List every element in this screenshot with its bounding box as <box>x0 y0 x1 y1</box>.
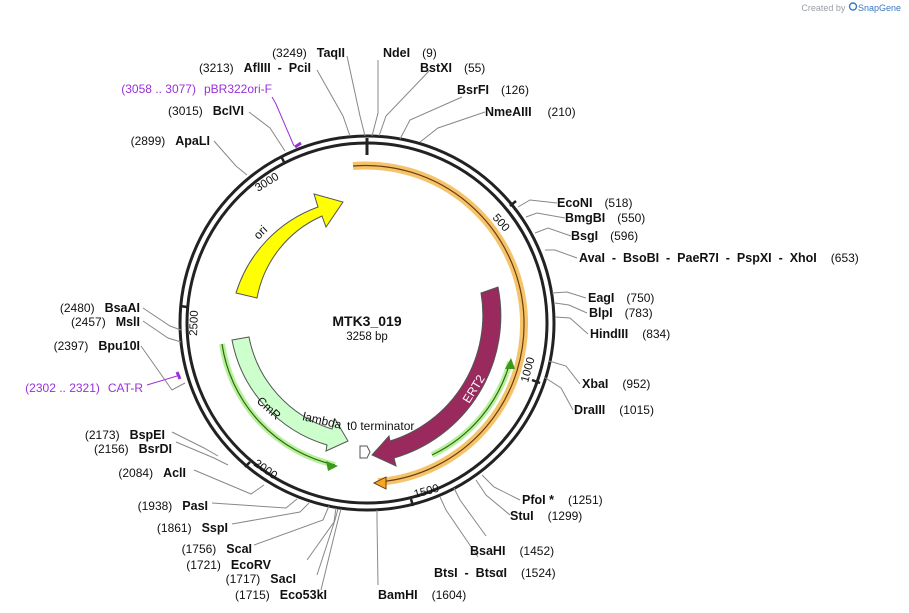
green-left-arrowhead <box>326 461 338 471</box>
plasmid-name: MTK3_019 <box>332 313 401 329</box>
green-line-left <box>221 343 336 466</box>
enzyme-pasi[interactable]: (1938)PasI <box>138 499 208 513</box>
enzyme-bsahi[interactable]: BsaHI(1452) <box>470 544 554 558</box>
primer-leader-cat-r <box>146 375 178 386</box>
enzyme-bstxi[interactable]: BstXI(55) <box>420 61 485 75</box>
enzyme-pfoi[interactable]: PfoI *(1251) <box>522 493 603 507</box>
enzyme-bamhi[interactable]: BamHI(1604) <box>378 588 466 602</box>
enzyme-ndei[interactable]: NdeI(9) <box>383 46 437 60</box>
enzyme-stui[interactable]: StuI(1299) <box>510 509 582 523</box>
tick-marks <box>179 155 541 507</box>
enzyme-draiii[interactable]: DraIII(1015) <box>574 403 654 417</box>
primer-mark-cat-r <box>175 371 182 380</box>
primer-mark-pbr322ori-f <box>294 141 302 149</box>
enzyme-ecorv[interactable]: (1721)EcoRV <box>186 558 271 572</box>
tick-label-2500: 2500 <box>188 310 201 336</box>
credit-brand: SnapGene <box>857 3 901 13</box>
enzyme-bsaai[interactable]: (2480)BsaAI <box>60 301 140 315</box>
snapgene-logo: SnapGene <box>848 2 901 13</box>
ori-label: ori <box>251 223 270 243</box>
orange-feature-line <box>352 164 525 483</box>
enzyme-xhoi-group[interactable]: AvaI - BsoBI - PaeR7I - PspXI - XhoI(653… <box>579 251 859 265</box>
enzyme-acli[interactable]: (2084)AclI <box>118 466 186 480</box>
primer-pbr322ori-f[interactable]: (3058 .. 3077)pBR322ori-F <box>121 82 272 96</box>
green-right-arrowhead <box>505 358 515 369</box>
enzyme-eco53ki[interactable]: (1715)Eco53kI <box>235 588 327 602</box>
enzyme-msli[interactable]: (2457)MslI <box>71 315 140 329</box>
enzyme-blpi[interactable]: BlpI(783) <box>589 306 653 320</box>
primer-cat-r[interactable]: (2302 .. 2321)CAT-R <box>25 381 143 395</box>
enzyme-bpu10i[interactable]: (2397)Bpu10I <box>54 339 140 353</box>
enzyme-saci[interactable]: (1717)SacI <box>226 572 296 586</box>
enzyme-bclvi[interactable]: (3015)BclVI <box>168 104 244 118</box>
credit-prefix: Created by <box>801 3 846 13</box>
primer-leader-pbr322ori-f <box>271 96 295 147</box>
enzyme-bsrdi[interactable]: (2156)BsrDI <box>94 442 172 456</box>
enzyme-bsgi[interactable]: BsgI(596) <box>571 229 638 243</box>
orange-feature-arrowhead <box>372 476 387 490</box>
enzyme-eagi[interactable]: EagI(750) <box>588 291 654 305</box>
green-line-right <box>431 361 511 456</box>
terminator-arrow[interactable] <box>359 445 371 459</box>
enzyme-taqii[interactable]: (3249)TaqII <box>272 46 345 60</box>
enzyme-leader-lines <box>140 55 589 591</box>
enzyme-sspi[interactable]: (1861)SspI <box>157 521 228 535</box>
enzyme-btsi-group[interactable]: BtsI - BtsαI(1524) <box>434 566 556 580</box>
enzyme-apali[interactable]: (2899)ApaLI <box>131 134 210 148</box>
enzyme-bsrfi[interactable]: BsrFI(126) <box>457 83 529 97</box>
terminator-label-b: t0 terminator <box>347 419 414 433</box>
ert2-arrow[interactable] <box>371 286 502 467</box>
enzyme-econi[interactable]: EcoNI(518) <box>557 196 632 210</box>
enzyme-xbai[interactable]: XbaI(952) <box>582 377 650 391</box>
enzyme-bmgbi[interactable]: BmgBI(550) <box>565 211 645 225</box>
enzyme-bspei[interactable]: (2173)BspEI <box>85 428 165 442</box>
snapgene-logo-icon <box>848 2 858 11</box>
ori-arrow[interactable] <box>235 193 344 299</box>
enzyme-hindiii[interactable]: HindIII(834) <box>590 327 670 341</box>
backbone-outer-ring <box>178 134 556 512</box>
plasmid-length: 3258 bp <box>346 331 388 343</box>
enzyme-scai[interactable]: (1756)ScaI <box>182 542 252 556</box>
snapgene-credit: Created by SnapGene <box>801 2 901 13</box>
enzyme-afliii-pcii[interactable]: (3213)AflIII - PciI <box>199 61 311 75</box>
enzyme-nmeaiii[interactable]: NmeAIII(210) <box>485 105 576 119</box>
cmr-arrow[interactable] <box>231 336 349 452</box>
